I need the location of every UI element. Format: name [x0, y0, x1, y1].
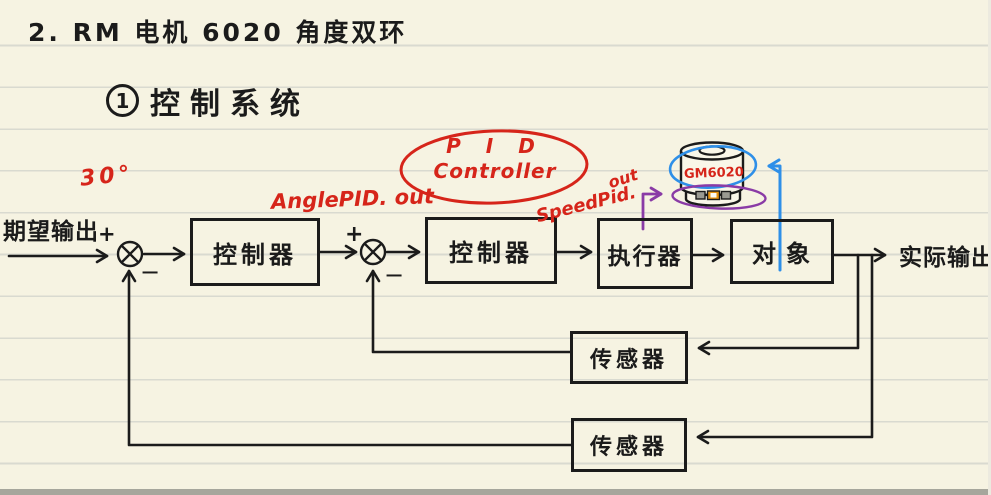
- block-actuator: 执行器: [597, 218, 693, 289]
- summing-junction-angle-cross: [120, 244, 140, 264]
- pid-annotation-line1: P I D: [446, 134, 544, 158]
- motor-connector-center-pin: [710, 193, 717, 198]
- junction1-minus-sign: −: [140, 258, 161, 286]
- speed-pid-out-annotation: out: [605, 164, 641, 193]
- motor-connector-center: [706, 190, 721, 201]
- summing-junction-speed: [359, 238, 387, 266]
- angle-pid-out-annotation: AnglePID. out: [270, 184, 435, 214]
- section-number: 1: [115, 88, 130, 113]
- block-angle-sensor-label: 传感器: [589, 435, 668, 460]
- block-plant: 对象: [730, 219, 834, 284]
- section-title: 控制系统: [150, 87, 310, 122]
- motor-connector-left: [695, 190, 706, 200]
- summing-junction-speed-cross: [363, 242, 383, 262]
- block-angle-controller-label: 控制器: [213, 240, 297, 269]
- block-speed-controller: 控制器: [425, 217, 557, 284]
- block-speed-sensor-label: 传感器: [589, 347, 668, 373]
- block-angle-controller: 控制器: [190, 218, 320, 286]
- junction2-plus-sign: +: [345, 222, 364, 247]
- paper-right-edge: [988, 0, 991, 495]
- setpoint-annotation: 30°: [78, 161, 135, 192]
- junction2-minus-sign: −: [384, 261, 405, 289]
- block-speed-controller-label: 控制器: [449, 239, 533, 267]
- page-heading: 2. RM 电机 6020 角度双环: [28, 18, 408, 47]
- outer-feedback-return: [121, 269, 573, 447]
- motor-shaft-hole: [698, 145, 726, 156]
- motor-connector-right: [720, 190, 732, 200]
- block-actuator-label: 执行器: [607, 243, 683, 270]
- motor-base-highlight-ellipse: [671, 184, 767, 210]
- pid-annotation-line2: Controller: [433, 159, 557, 183]
- junction1-plus-sign: +: [98, 222, 116, 246]
- paper-bottom-edge: [0, 489, 991, 495]
- output-label: 实际输出: [899, 245, 991, 271]
- section-number-circle: 1: [106, 84, 139, 117]
- input-label: 期望输出: [3, 219, 99, 245]
- summing-junction-angle: [116, 240, 144, 268]
- motor-model-label: GM6020: [683, 164, 745, 183]
- motor-top-face: [679, 141, 745, 161]
- block-speed-sensor: 传感器: [570, 331, 688, 384]
- block-plant-label: 对象: [752, 240, 820, 268]
- block-angle-sensor: 传感器: [571, 418, 687, 472]
